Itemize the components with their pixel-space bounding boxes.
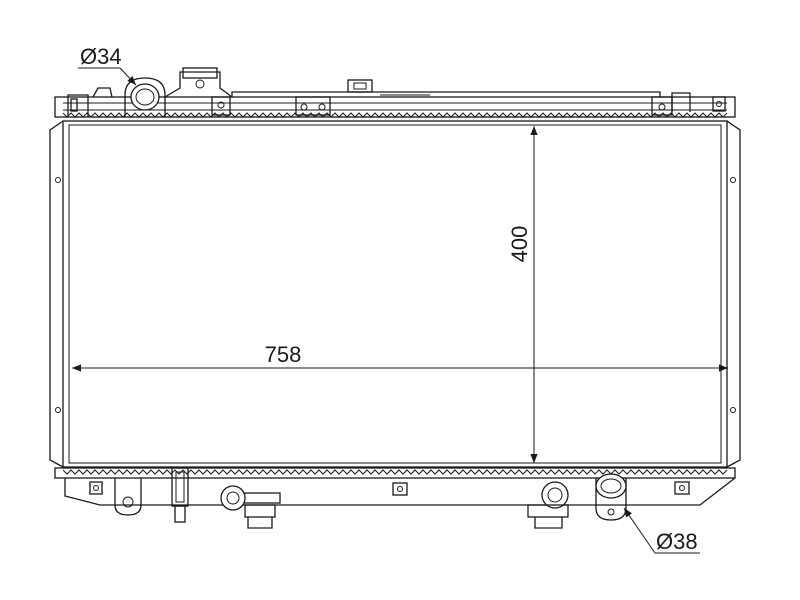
width-dimension-label: 758 [265, 342, 302, 367]
inlet-diameter-label: Ø34 [80, 44, 122, 69]
top-mounting-brackets [67, 87, 726, 117]
radiator-core [62, 120, 728, 468]
bottom-seam-crimp [62, 469, 728, 475]
bottom-tank [54, 467, 736, 506]
height-dimension: 400 [507, 126, 538, 463]
inlet-diameter-callout: Ø34 [78, 44, 137, 86]
top-connector [347, 79, 373, 93]
crimp-line [62, 469, 728, 475]
width-dimension: 758 [72, 342, 728, 372]
top-seam-crimp [62, 112, 728, 118]
crimp-line [62, 112, 728, 118]
filler-neck [124, 77, 166, 117]
outlet-diameter-label: Ø38 [656, 529, 698, 554]
cap-lug [164, 67, 233, 98]
height-dimension-label: 400 [507, 226, 532, 263]
side-plates [49, 120, 741, 468]
outlet-diameter-callout: Ø38 [623, 507, 700, 554]
bottom-fittings [89, 467, 690, 529]
